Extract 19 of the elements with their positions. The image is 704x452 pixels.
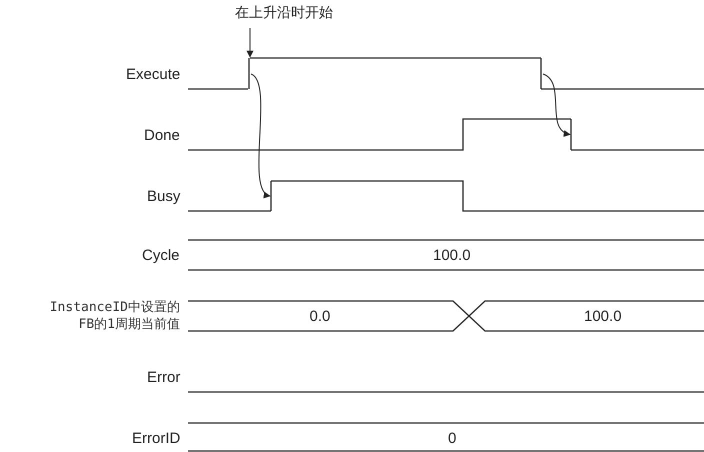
rising-edge	[270, 181, 272, 211]
arrow	[246, 28, 254, 58]
value-label: 100.0	[433, 247, 471, 265]
falling-edge	[540, 58, 542, 89]
value-label: 100.0	[584, 308, 622, 326]
signal-label: Done	[144, 127, 180, 145]
signal-label: Busy	[147, 188, 180, 206]
signal-label: Error	[147, 369, 180, 387]
rising-edge	[248, 58, 250, 89]
curved-arrow	[542, 74, 571, 136]
signal-label: ErrorID	[132, 430, 180, 448]
value-label: 0	[448, 430, 456, 448]
value-label: 0.0	[310, 308, 330, 326]
signal-label: Cycle	[142, 247, 180, 265]
curved-arrow	[250, 74, 271, 196]
annotation-text: 在上升沿时开始	[235, 4, 333, 22]
signal-label: InstanceID中设置的FB的1周期当前值	[48, 299, 180, 333]
signal-label: Execute	[126, 66, 180, 84]
falling-edge	[570, 119, 572, 150]
